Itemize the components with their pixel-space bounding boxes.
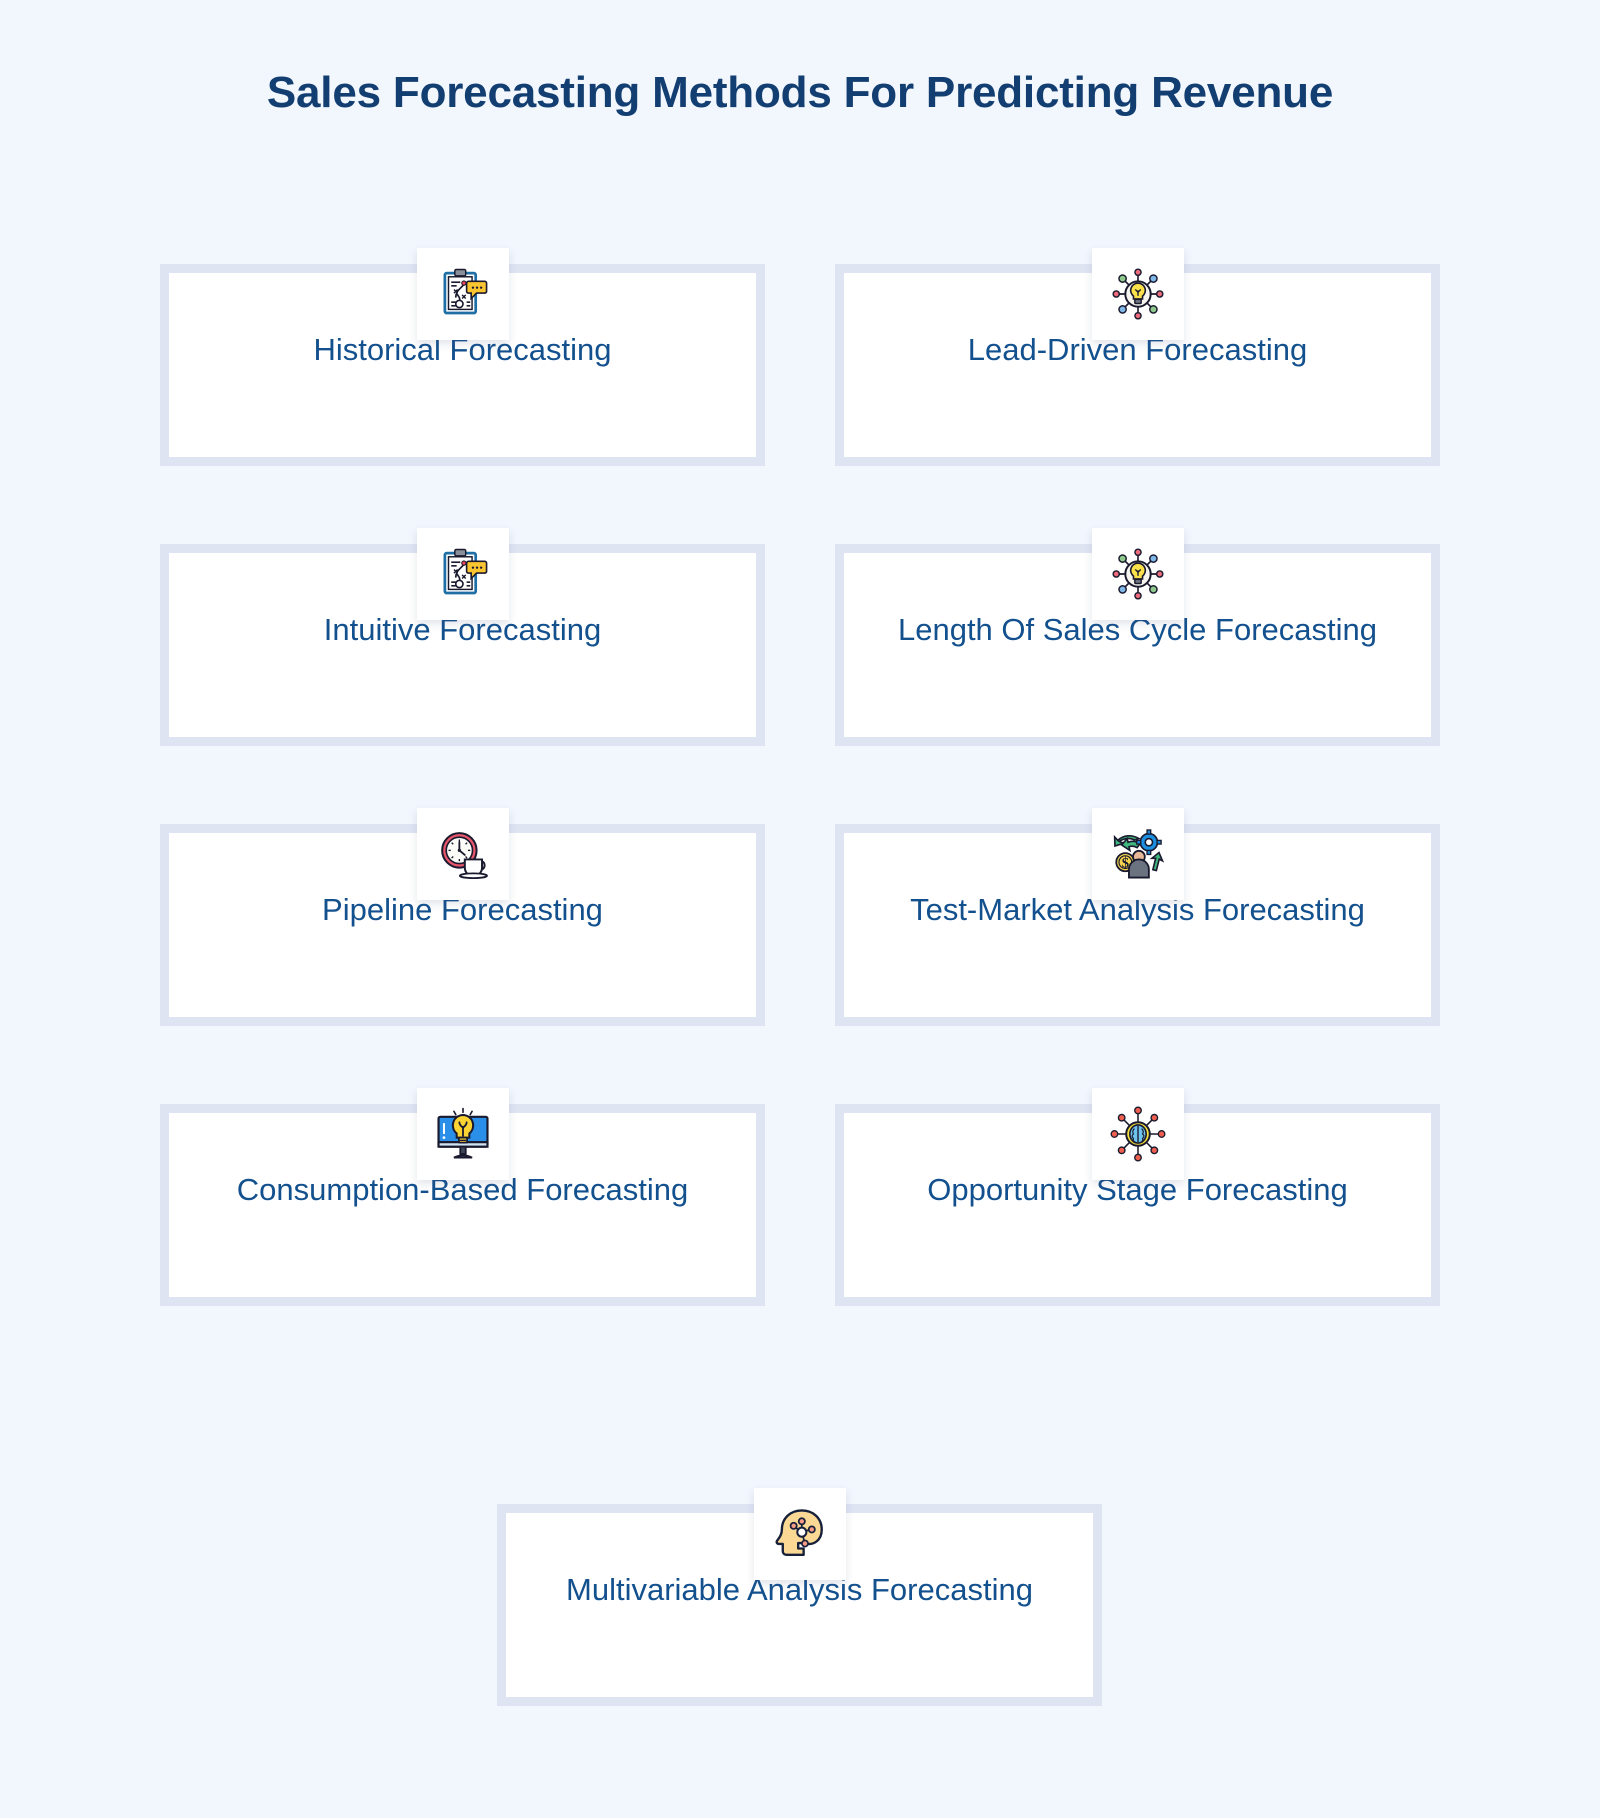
card-frame: Intuitive Forecasting (160, 544, 765, 746)
clipboard-strategy-icon (416, 528, 509, 620)
clipboard-strategy-icon (416, 248, 509, 340)
method-card[interactable]: Historical Forecasting (160, 248, 765, 466)
lightbulb-network-icon (1091, 248, 1184, 340)
lightbulb-network-icon (1091, 528, 1184, 620)
method-card[interactable]: Length Of Sales Cycle Forecasting (835, 528, 1440, 746)
page-title: Sales Forecasting Methods For Predicting… (266, 68, 1334, 117)
method-card[interactable]: Consumption-Based Forecasting (160, 1088, 765, 1306)
methods-grid: Historical Forecasting (160, 248, 1440, 1306)
method-card[interactable]: Intuitive Forecasting (160, 528, 765, 746)
brain-network-icon (1091, 1088, 1184, 1180)
card-inner: Consumption-Based Forecasting (169, 1113, 756, 1297)
person-coin-gear-icon: $ (1091, 808, 1184, 900)
card-frame: Pipeline Forecasting (160, 824, 765, 1026)
method-card[interactable]: $ Test-Market Analysis Forecasting (835, 808, 1440, 1026)
monitor-lightbulb-icon (416, 1088, 509, 1180)
clock-coffee-cup-icon (416, 808, 509, 900)
method-card[interactable]: Multivariable Analysis Forecasting (497, 1488, 1102, 1706)
head-network-icon (753, 1488, 846, 1580)
method-card[interactable]: Lead-Driven Forecasting (835, 248, 1440, 466)
card-inner: Multivariable Analysis Forecasting (506, 1513, 1093, 1697)
method-card[interactable]: Pipeline Forecasting (160, 808, 765, 1026)
method-card[interactable]: Opportunity Stage Forecasting (835, 1088, 1440, 1306)
card-inner: Length Of Sales Cycle Forecasting (844, 553, 1431, 737)
svg-text:$: $ (1121, 856, 1128, 872)
